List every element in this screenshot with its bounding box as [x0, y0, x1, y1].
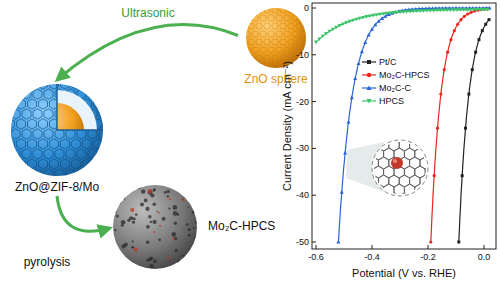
step-label: pyrolysis	[22, 255, 73, 269]
node-label: ZnO sphere	[238, 72, 314, 86]
tick-label: -0.4	[364, 252, 380, 262]
node-label: ZnO@ZIF-8/Mo	[5, 180, 109, 194]
legend-label: Mo₂C-HPCS	[379, 70, 430, 80]
legend-label: HPCS	[379, 96, 404, 106]
tick-label: -20	[296, 97, 309, 107]
node-label: Mo₂C-HPCS	[208, 219, 275, 233]
axis-title: Current Density (mA cm⁻²)	[281, 61, 294, 191]
zif-sphere	[6, 79, 109, 179]
tick-label: -40	[296, 190, 309, 200]
figure-node: Mo₂C-HPCS	[110, 183, 302, 273]
tick-label: -30	[296, 143, 309, 153]
tick-label: -0.6	[308, 252, 324, 262]
tick-label: 0.0	[478, 252, 491, 262]
tick-label: 0	[304, 3, 309, 13]
legend-label: Pt/C	[379, 57, 397, 67]
legend-label: Mo₂C-C	[379, 83, 411, 93]
step-label: Ultrasonic	[119, 6, 176, 20]
curves	[314, 6, 492, 244]
figure-node: ZnO@ZIF-8/Mo	[5, 80, 109, 196]
axis-title: Potential (V vs. RHE)	[352, 267, 456, 279]
process-arrow	[57, 196, 110, 231]
process-arrow	[57, 25, 238, 80]
legend-samples	[362, 60, 376, 104]
zno-sphere	[244, 7, 310, 69]
tick-label: -10	[296, 50, 309, 60]
figure-node: ZnO sphere	[238, 6, 314, 88]
inset-graphene	[363, 130, 441, 205]
mo2c-sphere	[112, 185, 198, 269]
tick-label: -50	[296, 237, 309, 247]
tick-label: -0.2	[420, 252, 436, 262]
